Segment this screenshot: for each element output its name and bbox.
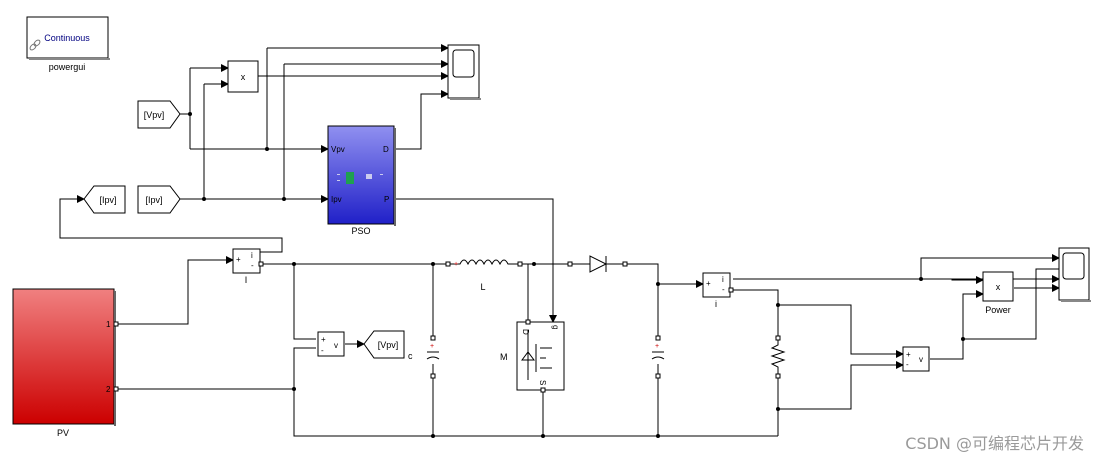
multiplier-block[interactable]: x (227, 60, 259, 93)
cm-out-label: i (715, 299, 717, 309)
current-meas-out[interactable]: + i - i (702, 272, 731, 309)
pso-label: PSO (351, 226, 370, 236)
from-vpv-tag[interactable]: [Vpv] (137, 100, 181, 129)
powergui-label: powergui (49, 62, 86, 72)
pso-port-p: P (384, 195, 389, 204)
cm-in-minus: - (251, 261, 254, 270)
mosfet-label: M (500, 352, 508, 362)
watermark: CSDN @可编程芯片开发 (905, 434, 1084, 453)
current-meas-in[interactable]: + i - I (232, 248, 264, 285)
pso-block[interactable]: Vpv Ipv D P PSO (327, 125, 396, 236)
top-wires (59, 44, 557, 323)
from-vpv-label: [Vpv] (144, 110, 165, 120)
mosfet-d: D (521, 329, 530, 335)
pso-port-vpv: Vpv (331, 145, 345, 154)
scope-right[interactable] (1058, 247, 1091, 302)
port-stubs (430, 261, 781, 393)
cm-in-plus: + (236, 255, 241, 264)
svg-text:+: + (454, 261, 458, 268)
pso-port-ipv: Ipv (331, 195, 342, 204)
vm-out-minus: - (906, 360, 909, 369)
multiplier-symbol: x (241, 72, 246, 82)
scope-top[interactable] (447, 44, 481, 100)
mosfet-g: g (551, 325, 560, 329)
pv-port-2: 2 (106, 385, 111, 394)
power-mult-symbol: x (996, 282, 1001, 292)
goto-ipv-tag[interactable]: [Ipv] (83, 185, 126, 214)
cm-in-i: i (251, 251, 253, 260)
svg-text:+: + (655, 343, 659, 350)
goto-vpv-label: [Vpv] (378, 340, 399, 350)
capacitor-in[interactable]: + c (408, 343, 440, 361)
power-wires (116, 254, 1060, 438)
mosfet-block[interactable]: D g S M (500, 321, 565, 391)
voltage-meas-out[interactable]: + - v (902, 346, 930, 372)
capacitor-out[interactable]: + (651, 343, 665, 360)
powergui-block[interactable]: Continuous powergui (26, 16, 110, 72)
link-icon (29, 39, 41, 51)
cm-out-plus: + (706, 279, 711, 288)
mosfet-s: S (538, 380, 547, 385)
pso-port-d: D (383, 145, 389, 154)
voltage-meas-in[interactable]: + - v (317, 331, 345, 357)
from-ipv-tag[interactable]: [Ipv] (137, 185, 181, 214)
inductor-label: L (480, 282, 485, 292)
power-mult-label: Power (985, 305, 1011, 315)
inductor[interactable]: + L (454, 259, 520, 292)
vm-out-v: v (919, 355, 923, 364)
power-multiplier[interactable]: x Power (982, 271, 1014, 315)
from-ipv-label: [Ipv] (145, 195, 162, 205)
svg-text:+: + (430, 343, 434, 350)
powergui-mode: Continuous (44, 33, 90, 43)
pv-port-1: 1 (106, 320, 111, 329)
vm-in-minus: - (321, 346, 324, 355)
vm-out-plus: + (906, 350, 911, 359)
vm-in-v: v (334, 341, 338, 350)
goto-ipv-label: [Ipv] (99, 195, 116, 205)
cm-in-label: I (245, 275, 248, 285)
goto-vpv-tag[interactable]: [Vpv] (363, 330, 405, 359)
cm-out-i: i (722, 275, 724, 284)
diode[interactable] (589, 255, 625, 273)
pv-block[interactable]: 1 2 PV (12, 288, 119, 438)
pv-label: PV (57, 428, 69, 438)
cm-out-minus: - (722, 285, 725, 294)
vm-in-plus: + (321, 335, 326, 344)
capacitor-in-label: c (408, 351, 413, 361)
